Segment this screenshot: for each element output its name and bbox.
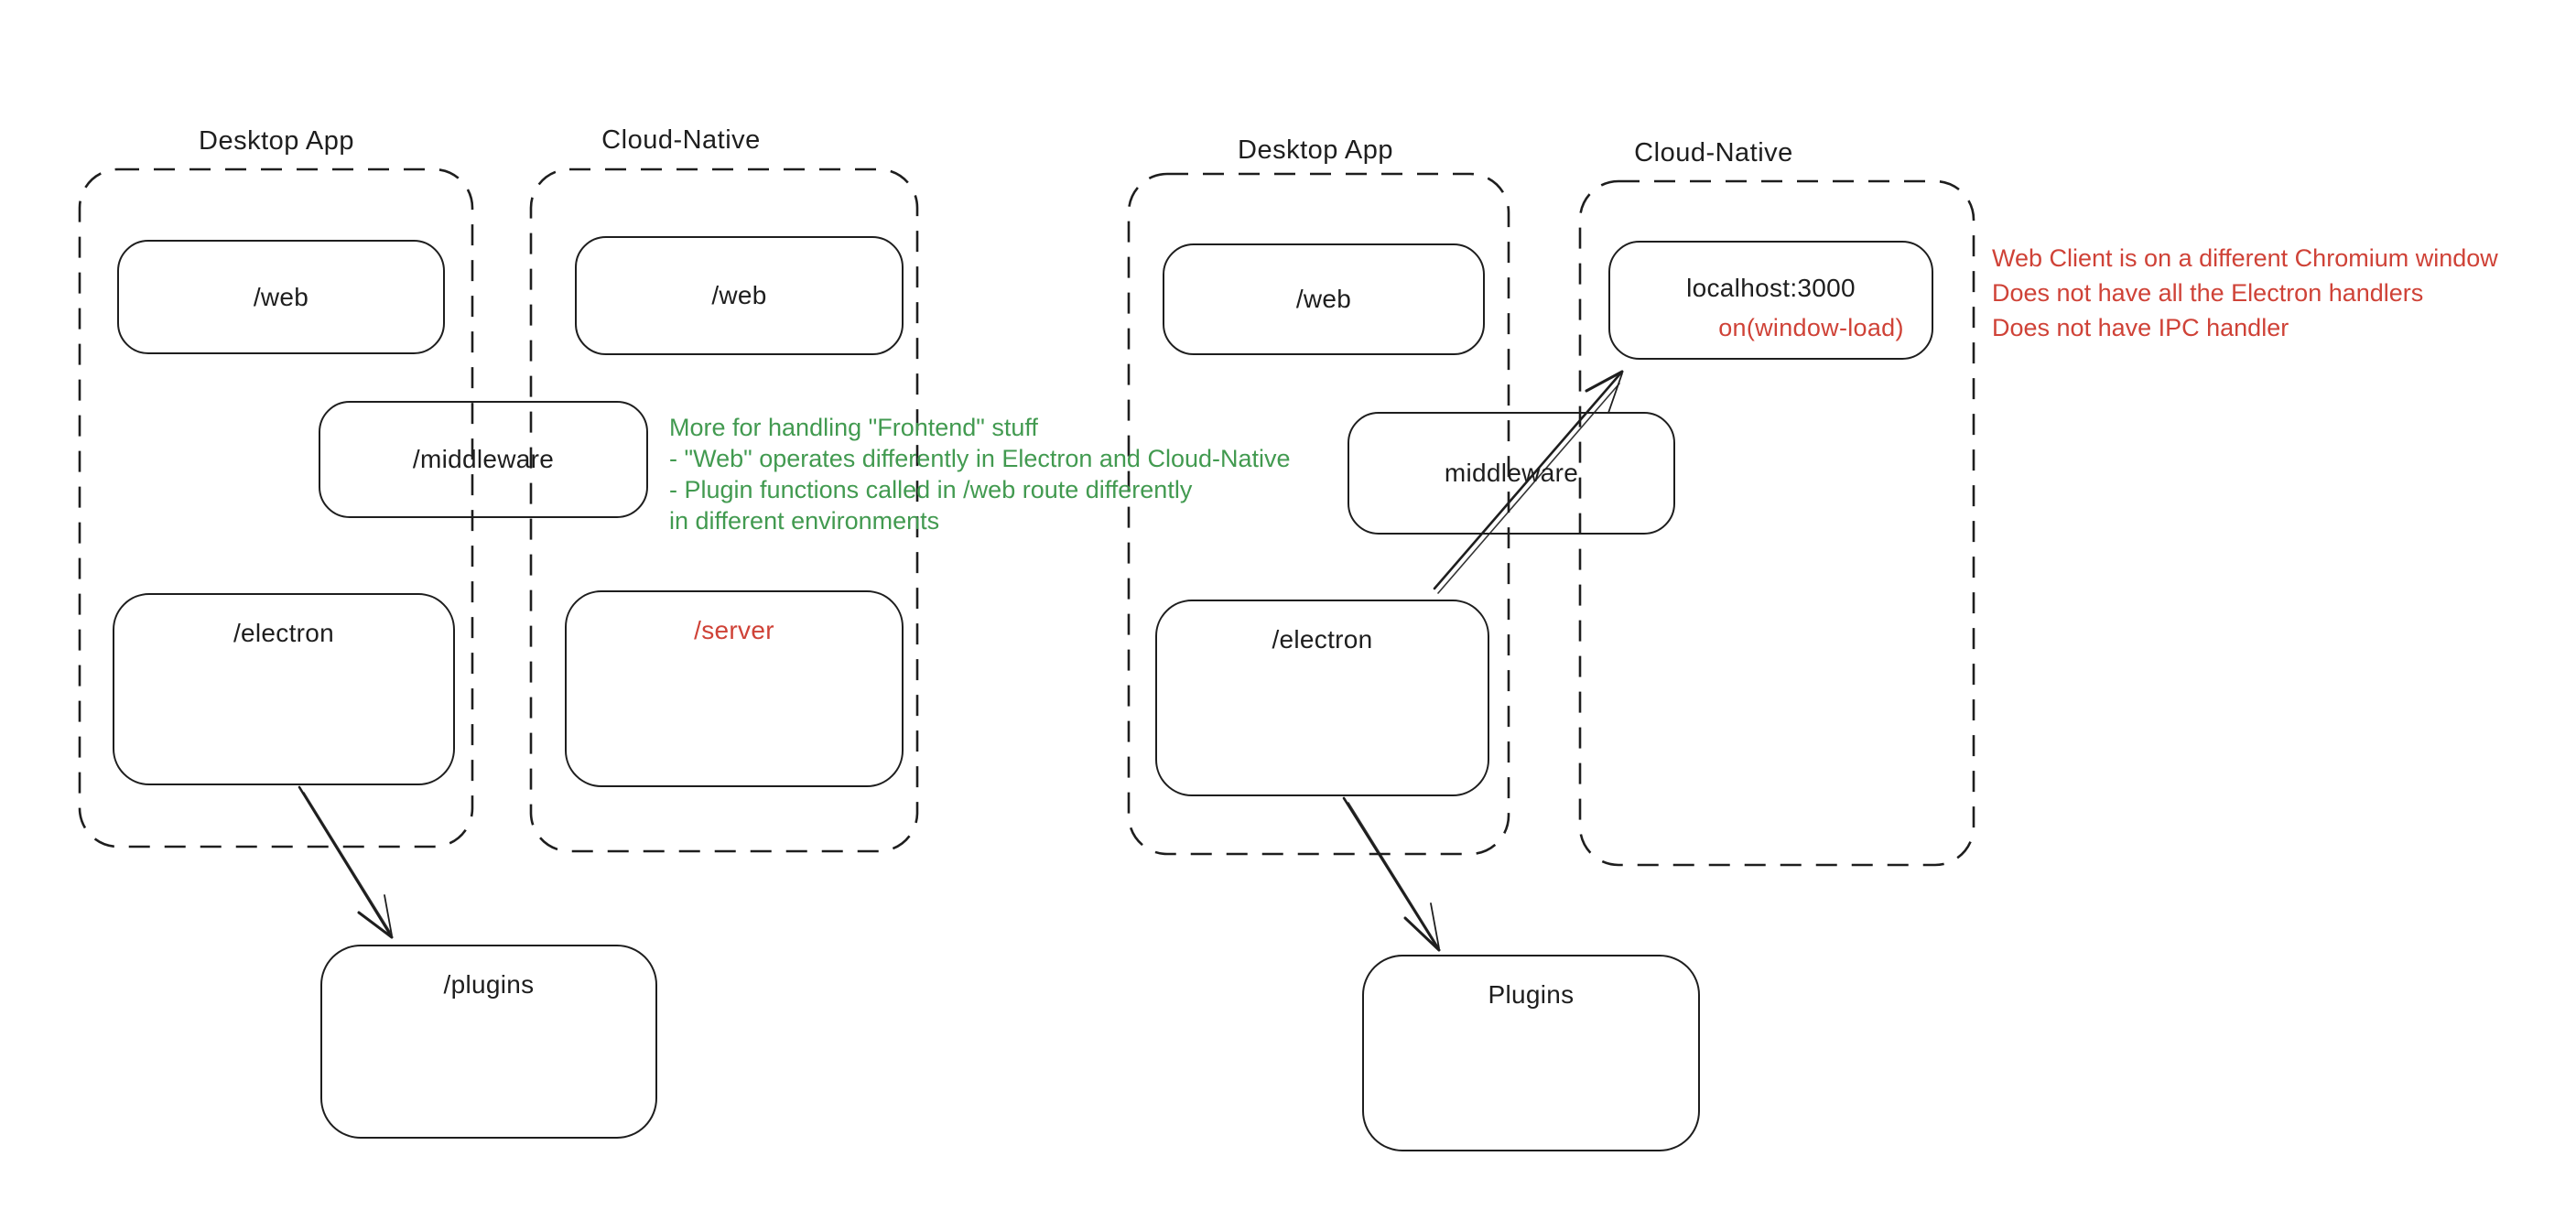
note-line: - Plugin functions called in /web route …	[669, 476, 1193, 503]
arrow-left-electron-to-plugins[interactable]	[298, 785, 394, 939]
node-label: /plugins	[443, 970, 535, 999]
node-right-localhost-3000[interactable]: localhost:3000 on(window-load)	[1608, 241, 1933, 360]
node-left-middleware[interactable]: /middleware	[319, 401, 648, 518]
node-left-plugins[interactable]: /plugins	[320, 945, 657, 1139]
note-line: Does not have all the Electron handlers	[1992, 279, 2424, 307]
note-line: Does not have IPC handler	[1992, 314, 2289, 341]
left-desktop-app-container[interactable]	[78, 168, 474, 848]
node-right-desktop-web[interactable]: /web	[1163, 243, 1485, 355]
node-left-cloud-web[interactable]: /web	[575, 236, 904, 355]
arrow-right-electron-to-plugins[interactable]	[1342, 796, 1441, 952]
note-line: in different environments	[669, 507, 940, 535]
node-label: Plugins	[1488, 980, 1575, 1009]
node-left-desktop-web[interactable]: /web	[117, 240, 445, 354]
node-label: /web	[1295, 285, 1352, 313]
node-sub-label: on(window-load)	[1718, 313, 1904, 341]
node-right-electron[interactable]: /electron	[1155, 600, 1489, 796]
node-left-server[interactable]: /server	[565, 590, 904, 787]
node-label: /web	[711, 281, 767, 309]
arrow-right-electron-to-localhost[interactable]	[1433, 370, 1624, 594]
right-cloud-native-label: Cloud-Native	[1634, 138, 1793, 168]
node-label: /electron	[1272, 625, 1373, 654]
node-label: /electron	[233, 619, 335, 647]
node-left-electron[interactable]: /electron	[113, 593, 455, 785]
node-right-plugins[interactable]: Plugins	[1362, 955, 1700, 1151]
node-label: /middleware	[412, 445, 555, 473]
red-annotation-note[interactable]: Web Client is on a different Chromium wi…	[1992, 241, 2498, 345]
note-line: - "Web" operates differently in Electron…	[669, 445, 1291, 472]
node-label: /server	[694, 616, 774, 644]
node-label: localhost:3000	[1686, 273, 1856, 302]
node-label: middleware	[1444, 459, 1579, 487]
left-desktop-app-label: Desktop App	[199, 126, 354, 156]
green-annotation-note[interactable]: More for handling "Frontend" stuff - "We…	[669, 412, 1291, 536]
left-cloud-native-container[interactable]	[529, 168, 919, 853]
node-label: /web	[253, 282, 309, 311]
note-line: More for handling "Frontend" stuff	[669, 414, 1038, 441]
right-desktop-app-label: Desktop App	[1238, 135, 1393, 165]
right-cloud-native-container[interactable]	[1578, 179, 1975, 867]
node-right-middleware[interactable]: middleware	[1348, 412, 1675, 535]
note-line: Web Client is on a different Chromium wi…	[1992, 244, 2498, 272]
left-cloud-native-label: Cloud-Native	[601, 125, 761, 155]
right-desktop-app-container[interactable]	[1127, 172, 1510, 856]
